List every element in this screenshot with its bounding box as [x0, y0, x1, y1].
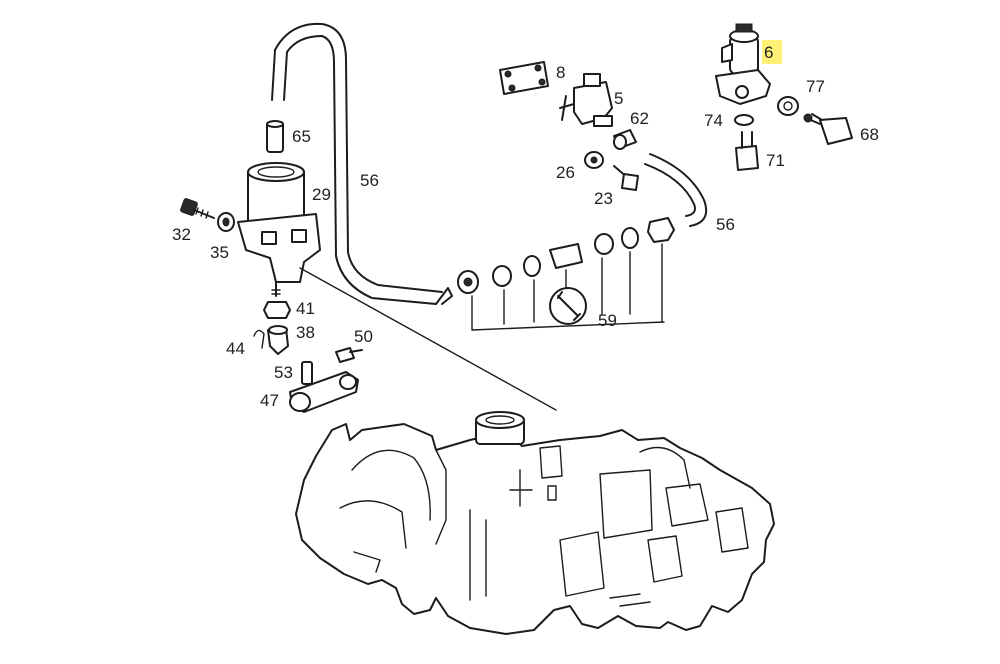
bolt-50: [335, 347, 363, 363]
washer-74: [734, 114, 754, 126]
callout-50: 50: [354, 327, 373, 346]
washer-35: [217, 212, 235, 232]
callout-labels: 6 8 5 62 77 74 68 71 26 23 56 56 65 29 3…: [172, 40, 879, 410]
highlight-6: [762, 40, 782, 64]
nut-41: [263, 301, 291, 319]
callout-56-right: 56: [716, 215, 735, 234]
sleeve-65: [266, 120, 284, 153]
leader-line: [299, 267, 557, 411]
clip-44: [253, 329, 265, 349]
callout-77: 77: [806, 77, 825, 96]
valve-5: [559, 73, 613, 127]
pin-53: [301, 361, 313, 385]
callout-44: 44: [226, 339, 245, 358]
callout-68: 68: [860, 125, 879, 144]
callout-23: 23: [594, 189, 613, 208]
washer-77: [777, 96, 799, 116]
callout-38: 38: [296, 323, 315, 342]
fitting-38: [267, 325, 289, 355]
callout-65: 65: [292, 127, 311, 146]
washer-26: [584, 151, 604, 169]
engine-block: [295, 411, 775, 635]
connector-68: [803, 113, 853, 145]
callout-41: 41: [296, 299, 315, 318]
vacuum-line-56-right: [644, 153, 708, 227]
bolt-23: [613, 165, 639, 191]
callout-6: 6: [764, 43, 773, 62]
bracket-8: [499, 61, 549, 95]
callout-29: 29: [312, 185, 331, 204]
callout-5: 5: [614, 89, 623, 108]
fitting-62: [613, 129, 637, 150]
callout-8: 8: [556, 63, 565, 82]
pump-29: [237, 162, 321, 297]
vacuum-line-56-left: [271, 22, 453, 305]
callout-35: 35: [210, 243, 229, 262]
bracket-47: [289, 371, 359, 413]
solenoid-6: [715, 23, 771, 105]
callout-47: 47: [260, 391, 279, 410]
bolt-32: [180, 198, 215, 219]
callout-26: 26: [556, 163, 575, 182]
seal-kit-59: [457, 217, 675, 331]
callout-56-left: 56: [360, 171, 379, 190]
callout-53: 53: [274, 363, 293, 382]
banjo-bolt-71: [735, 131, 759, 171]
callout-59: 59: [598, 311, 617, 330]
callout-62: 62: [630, 109, 649, 128]
callout-74: 74: [704, 111, 723, 130]
callout-71: 71: [766, 151, 785, 170]
callout-32: 32: [172, 225, 191, 244]
